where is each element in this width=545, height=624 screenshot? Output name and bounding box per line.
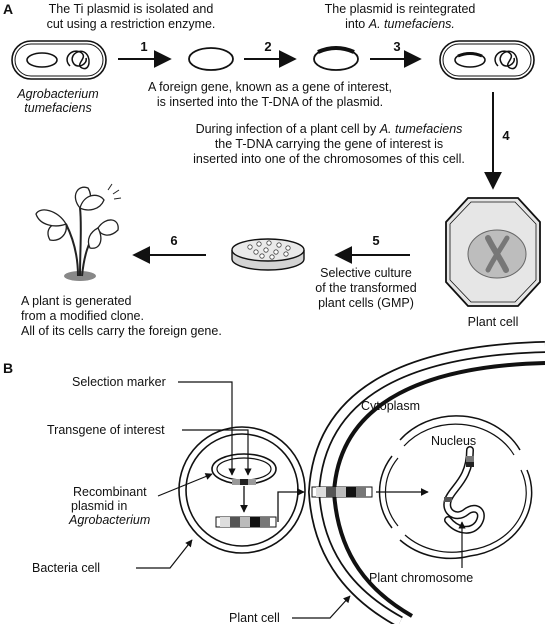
step2-caption-line2: is inserted into the T-DNA of the plasmi… [157, 95, 383, 109]
step1-number: 1 [140, 39, 147, 54]
step3-caption-line1: The plasmid is reintegrated [325, 2, 476, 16]
t-dna-in-plant-icon [311, 486, 373, 498]
organism-label-line2: tumefaciens [24, 101, 91, 115]
nucleus-label: Nucleus [431, 434, 476, 448]
step4-caption-line3: inserted into one of the chromosomes of … [193, 152, 465, 166]
petri-dish-icon [231, 238, 305, 271]
step4-number: 4 [502, 128, 510, 143]
step4-caption-line2: the T-DNA carrying the gene of interest … [215, 137, 443, 151]
step5-number: 5 [372, 233, 379, 248]
pointer-recombinant [157, 473, 213, 497]
pointer-selection-marker [178, 381, 236, 476]
step6-caption-line1: A plant is generated [21, 294, 132, 308]
plant-chromosome-icon [443, 446, 485, 534]
recombinant-plasmid-icon [211, 453, 277, 485]
agrobacterium-icon [11, 40, 107, 80]
t-dna-segment-icon [215, 516, 277, 528]
step6-caption-line3: All of its cells carry the foreign gene. [21, 324, 222, 338]
pointer-bacteria-cell [136, 539, 193, 569]
step5-caption-line1: Selective culture [320, 266, 412, 280]
plasmid-icon [188, 47, 234, 71]
cytoplasm-label: Cytoplasm [361, 399, 420, 413]
step2-caption-line1: A foreign gene, known as a gene of inter… [148, 80, 392, 94]
bacteria-cell-icon [178, 426, 306, 554]
panel-a-label: A [3, 1, 13, 17]
step2-number: 2 [264, 39, 271, 54]
plant-cell-wall-icon [307, 341, 545, 624]
step3-caption-line2: into A. tumefaciens. [345, 17, 455, 31]
transgene-label: Transgene of interest [47, 423, 165, 437]
plant-chromosome-label: Plant chromosome [369, 571, 473, 585]
recombinant-plasmid-icon [313, 46, 359, 71]
step4-caption-line1: During infection of a plant cell by A. t… [196, 122, 463, 136]
recombinant-label-line1: Recombinant [73, 485, 147, 499]
step3-number: 3 [393, 39, 400, 54]
step6-caption-line2: from a modified clone. [21, 309, 144, 323]
plant-cell-icon [445, 197, 541, 307]
selection-marker-label: Selection marker [72, 375, 166, 389]
step5-caption-line3: plant cells (GMP) [318, 296, 414, 310]
panel-b-label: B [3, 360, 13, 376]
step1-caption-line1: The Ti plasmid is isolated and [49, 2, 214, 16]
arrow-transfer [277, 488, 305, 522]
seedling-icon [35, 183, 122, 281]
pointer-plant-cell [292, 595, 351, 619]
plant-cell-b-label: Plant cell [229, 611, 280, 624]
pointer-transgene [182, 429, 252, 476]
step6-number: 6 [170, 233, 177, 248]
recombinant-label-line2: plasmid in [71, 499, 127, 513]
bacteria-cell-label: Bacteria cell [32, 561, 100, 575]
step1-caption-line2: cut using a restriction enzyme. [47, 17, 216, 31]
nucleus-icon [378, 415, 533, 560]
plant-cell-label: Plant cell [468, 315, 519, 329]
recombinant-label-line3: Agrobacterium [68, 513, 150, 527]
step5-caption-line2: of the transformed [315, 281, 416, 295]
organism-label-line1: Agrobacterium [16, 87, 98, 101]
transformed-agrobacterium-icon [439, 40, 535, 80]
